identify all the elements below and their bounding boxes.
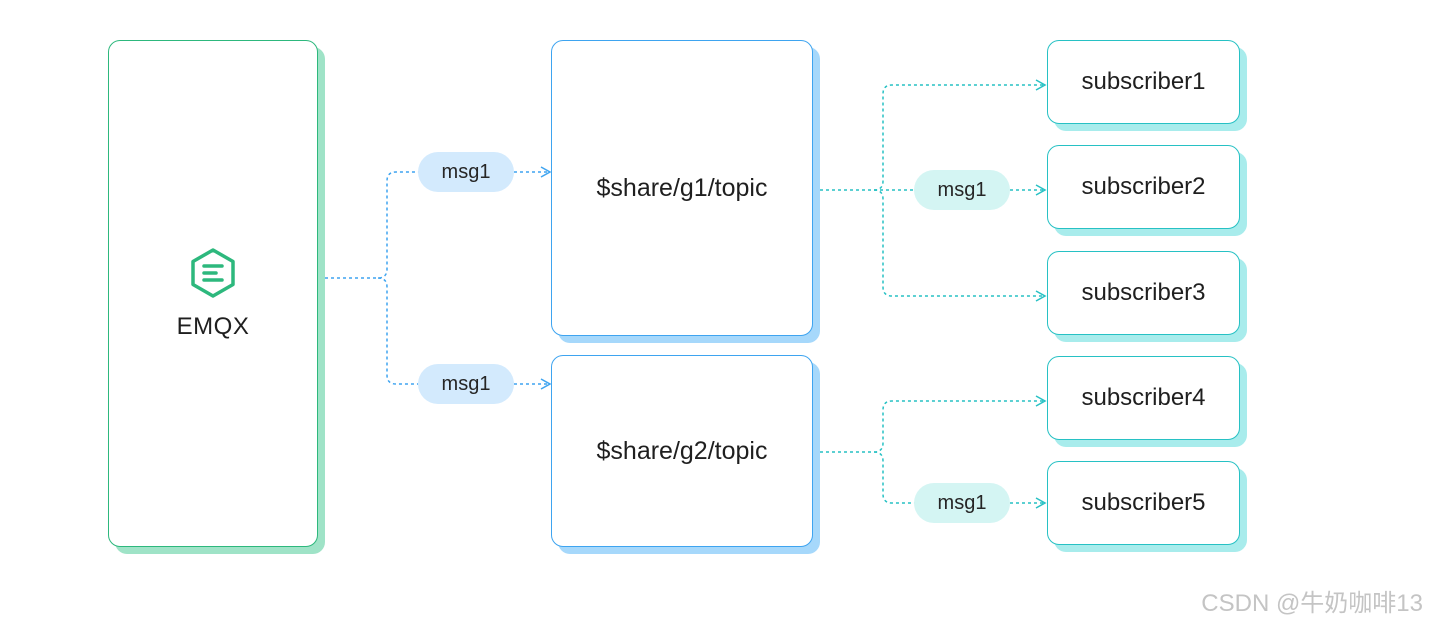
subscriber-node-4: subscriber4 [1047,356,1240,440]
topic-label: $share/g1/topic [596,173,768,202]
subscriber-label: subscriber3 [1081,279,1206,306]
subscriber-label: subscriber5 [1081,489,1206,516]
shared-topic-g2: $share/g2/topic [551,355,813,547]
topic-label: $share/g2/topic [596,436,768,465]
topic1-to-subscribers-connector [820,79,1047,302]
subscriber-node-5: subscriber5 [1047,461,1240,545]
subscriber-node-2: subscriber2 [1047,145,1240,229]
subscriber-node-1: subscriber1 [1047,40,1240,124]
subscriber-node-3: subscriber3 [1047,251,1240,335]
msg-pill-to-g1: msg1 [418,152,514,192]
subscriber-label: subscriber4 [1081,384,1206,411]
broker-to-topics-connector [325,166,552,390]
msg-pill-g2-to-subscriber: msg1 [914,483,1010,523]
topic2-to-subscribers-connector [820,395,1047,509]
emqx-logo-icon [191,247,235,298]
broker-label: EMQX [176,312,250,340]
msg-pill-to-g2: msg1 [418,364,514,404]
subscriber-label: subscriber1 [1081,68,1206,95]
subscriber-label: subscriber2 [1081,173,1206,200]
shared-topic-g1: $share/g1/topic [551,40,813,336]
csdn-watermark: CSDN @牛奶咖啡13 [1201,590,1423,617]
msg-pill-g1-to-subscriber: msg1 [914,170,1010,210]
emqx-broker-node: EMQX [108,40,318,547]
